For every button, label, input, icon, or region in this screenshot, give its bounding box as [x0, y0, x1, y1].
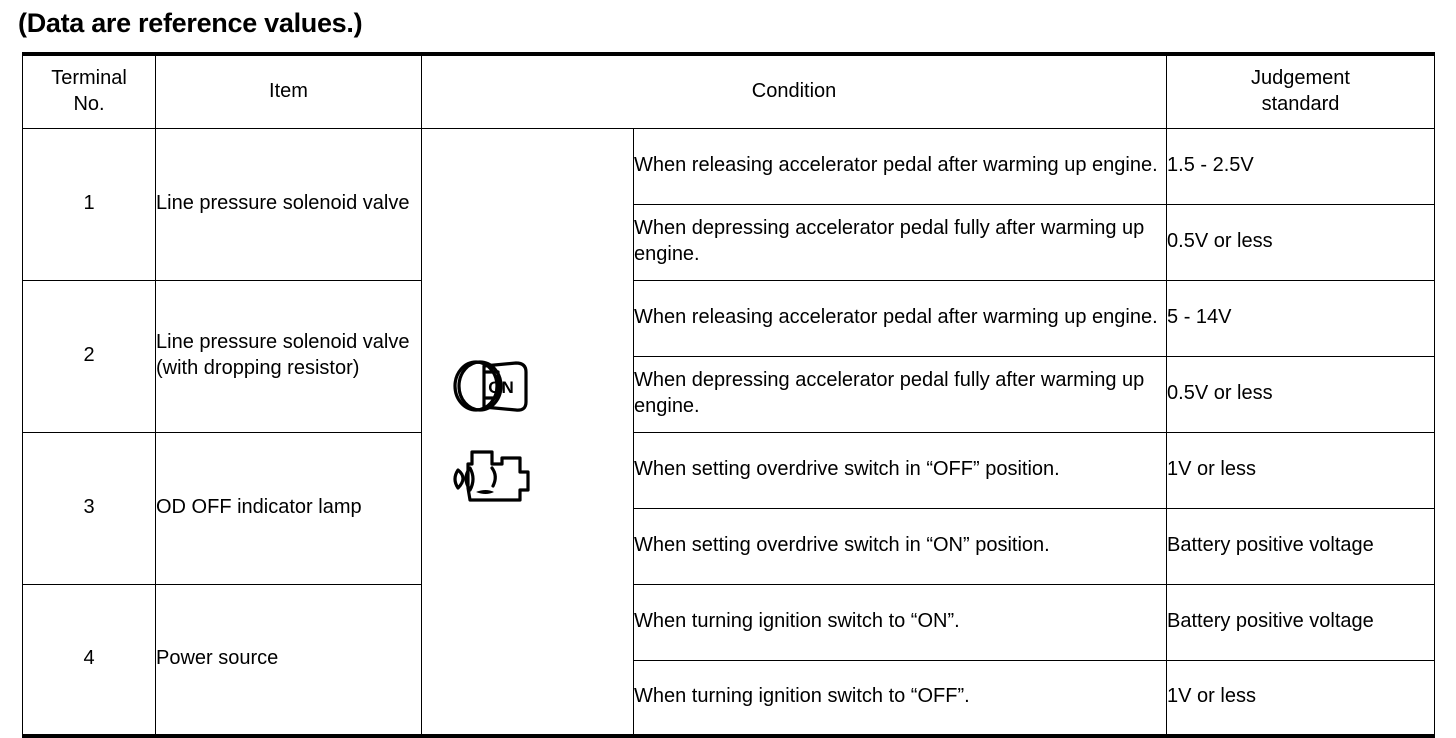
table-header-row: Terminal No. Item Condition Judgement st…: [22, 53, 1436, 129]
item-cell: Power source: [155, 583, 422, 737]
terminal-no-cell: 4: [22, 583, 156, 737]
icon-stack: ON: [422, 346, 633, 516]
table-row: When turning ignition switch to “OFF”. 1…: [23, 659, 1436, 737]
engine-warm-up-icon: [453, 450, 530, 502]
page-title: (Data are reference values.): [18, 8, 363, 38]
judgement-cell: 0.5V or less: [1166, 355, 1436, 433]
table-row: When setting overdrive switch in “ON” po…: [23, 507, 1436, 585]
terminal-specification-table: Terminal No. Item Condition Judgement st…: [22, 52, 1436, 738]
condition-cell: When releasing accelerator pedal after w…: [632, 127, 1168, 205]
judgement-cell: Battery positive voltage: [1166, 583, 1436, 661]
specification-table-container: Terminal No. Item Condition Judgement st…: [22, 52, 1436, 738]
condition-cell: When depressing accelerator pedal fully …: [632, 203, 1168, 281]
item-cell: OD OFF indicator lamp: [155, 431, 422, 585]
header-item: Item: [155, 53, 422, 129]
terminal-no-cell: 1: [22, 127, 156, 281]
condition-cell: When releasing accelerator pedal after w…: [632, 279, 1168, 357]
header-judgement-line2: standard: [1261, 92, 1340, 115]
condition-cell: When turning ignition switch to “ON”.: [632, 583, 1168, 661]
table-row: 3 OD OFF indicator lamp When setting ove…: [22, 431, 1436, 585]
table-row: 4 Power source When turning ignition swi…: [22, 583, 1436, 737]
header-judgement-standard: Judgement standard: [1166, 53, 1436, 129]
header-terminal-no-line2: No.: [73, 92, 105, 115]
item-cell: Line pressure solenoid valve (with dropp…: [155, 279, 422, 433]
condition-cell: When depressing accelerator pedal fully …: [632, 355, 1168, 433]
header-judgement-line1: Judgement: [1251, 67, 1350, 90]
judgement-cell: 1V or less: [1166, 431, 1436, 509]
terminal-no-cell: 2: [22, 279, 156, 433]
condition-cell: When setting overdrive switch in “OFF” p…: [632, 431, 1168, 509]
item-cell: Line pressure solenoid valve: [155, 127, 422, 281]
condition-cell: When turning ignition switch to “OFF”.: [632, 659, 1168, 737]
table-row: 2 Line pressure solenoid valve (with dro…: [22, 279, 1436, 433]
ignition-switch-on-label: ON: [488, 378, 514, 397]
judgement-cell: Battery positive voltage: [1166, 507, 1436, 585]
terminal-no-cell: 3: [22, 431, 156, 585]
table-row: 1 Line pressure solenoid valve: [22, 127, 1436, 737]
ignition-switch-on-icon: ON: [453, 360, 528, 412]
condition-icon-cell: ON: [421, 127, 634, 737]
header-terminal-no: Terminal No.: [22, 53, 156, 129]
judgement-cell: 1.5 - 2.5V: [1166, 127, 1436, 205]
judgement-cell: 5 - 14V: [1166, 279, 1436, 357]
judgement-cell: 0.5V or less: [1166, 203, 1436, 281]
header-condition: Condition: [420, 53, 1168, 129]
judgement-cell: 1V or less: [1166, 659, 1436, 737]
header-terminal-no-line1: Terminal: [51, 67, 127, 90]
condition-cell: When setting overdrive switch in “ON” po…: [632, 507, 1168, 585]
table-row: When depressing accelerator pedal fully …: [23, 355, 1436, 433]
